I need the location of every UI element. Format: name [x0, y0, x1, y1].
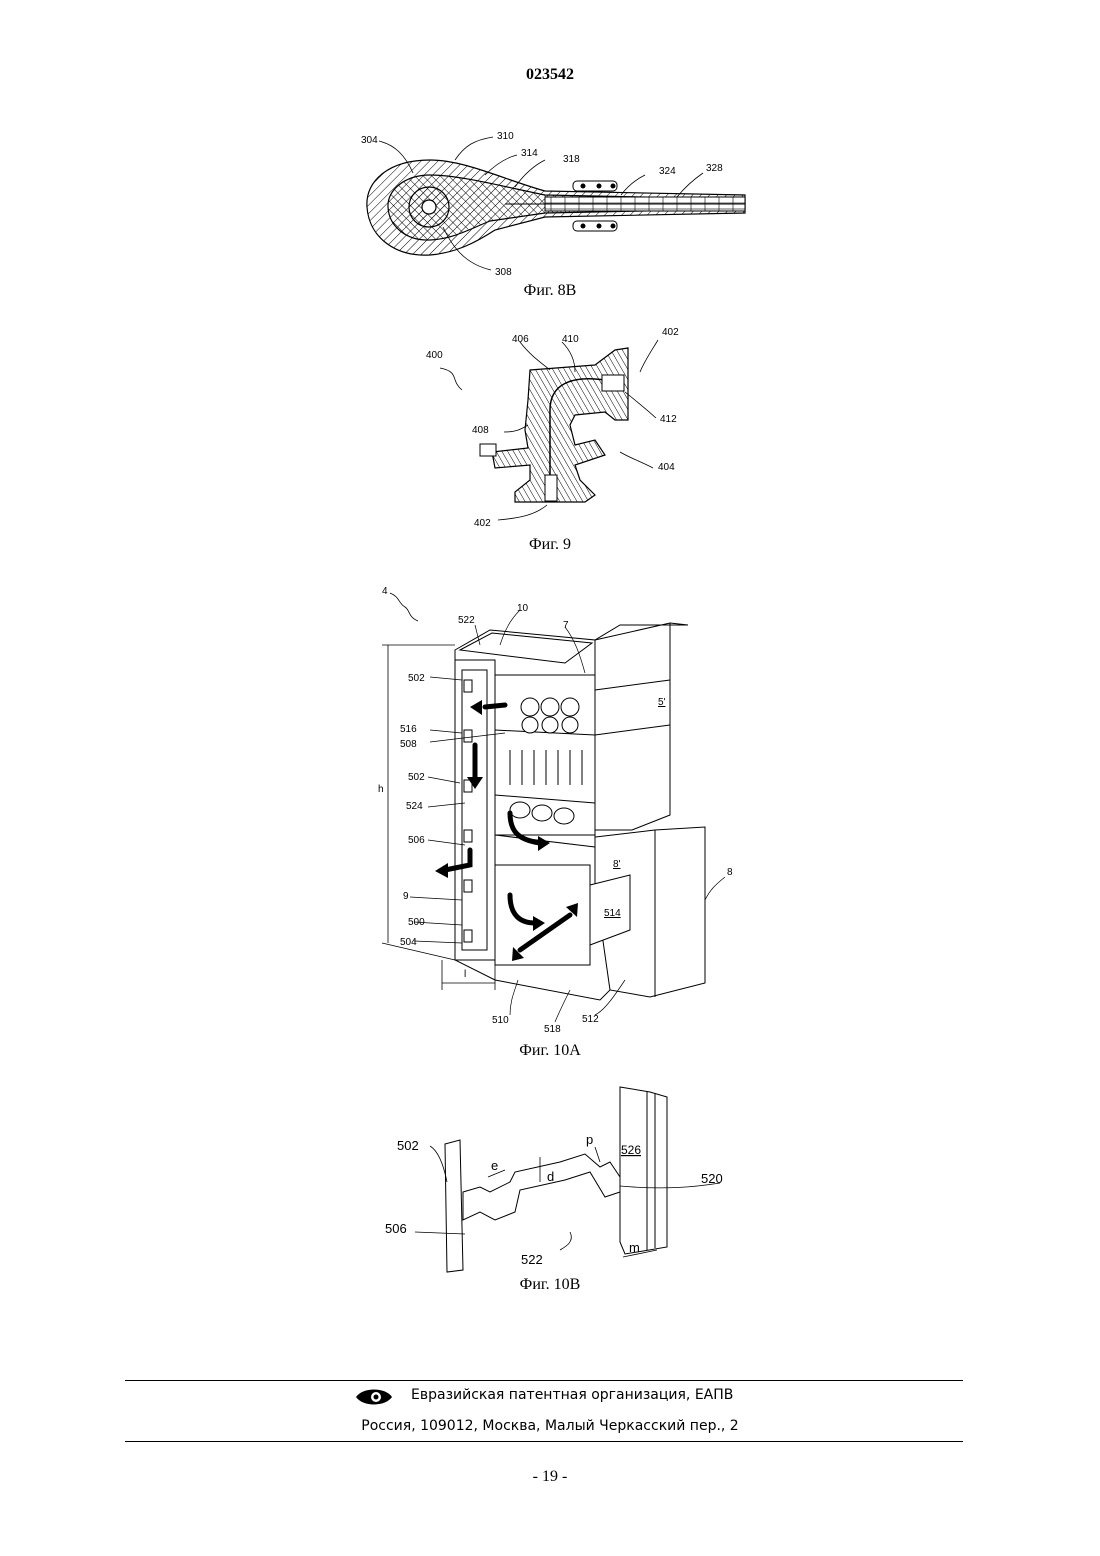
- footer-bottom-rule: [125, 1441, 963, 1442]
- label-304: 304: [361, 135, 378, 146]
- label-7: 7: [563, 620, 569, 631]
- label-502: 502: [397, 1138, 419, 1153]
- label-314: 314: [521, 148, 538, 159]
- label-508: 508: [400, 739, 417, 750]
- caption-fig-9: Фиг. 9: [0, 536, 1100, 554]
- label-l: l: [464, 969, 466, 980]
- label-8-prime: 8': [613, 859, 621, 870]
- label-502-top: 502: [408, 673, 425, 684]
- figure-8b-drawing: 304 310 314 318 324 328 308: [355, 125, 775, 285]
- label-512: 512: [582, 1014, 599, 1025]
- caption-fig-10b: Фиг. 10В: [0, 1276, 1100, 1294]
- label-504: 504: [400, 937, 417, 948]
- label-8: 8: [727, 867, 733, 878]
- figure-9-drawing: 400 406 410 402 412 408 404 402: [420, 320, 700, 535]
- caption-fig-10a: Фиг. 10А: [0, 1042, 1100, 1060]
- label-520: 520: [701, 1171, 723, 1186]
- label-510: 510: [492, 1015, 509, 1026]
- label-324: 324: [659, 166, 676, 177]
- eye-icon: [355, 1387, 393, 1407]
- label-318: 318: [563, 154, 580, 165]
- label-9: 9: [403, 891, 409, 902]
- figure-10a-drawing: 4 522 10 7 502 5' 516 508 502 h 524 506 …: [370, 585, 750, 1040]
- caption-fig-8b: Фиг. 8В: [0, 282, 1100, 300]
- document-number: 023542: [0, 66, 1100, 84]
- figure-9: 400 406 410 402 412 408 404 402: [420, 320, 700, 535]
- label-412: 412: [660, 414, 677, 425]
- label-522: 522: [458, 615, 475, 626]
- label-p: p: [586, 1132, 593, 1147]
- label-514: 514: [604, 908, 621, 919]
- label-10: 10: [517, 603, 529, 614]
- label-h: h: [378, 784, 384, 795]
- label-522: 522: [521, 1252, 543, 1267]
- label-4: 4: [382, 586, 388, 597]
- label-328: 328: [706, 163, 723, 174]
- label-526: 526: [621, 1143, 641, 1157]
- label-e: e: [491, 1158, 498, 1173]
- label-502-mid: 502: [408, 772, 425, 783]
- label-402-top: 402: [662, 327, 679, 338]
- label-500: 500: [408, 917, 425, 928]
- figure-10a: 4 522 10 7 502 5' 516 508 502 h 524 506 …: [370, 585, 750, 1040]
- label-402-bottom: 402: [474, 518, 491, 529]
- label-m: m: [629, 1240, 640, 1255]
- label-410: 410: [562, 334, 579, 345]
- label-506: 506: [385, 1221, 407, 1236]
- organization-address: Россия, 109012, Москва, Малый Черкасский…: [0, 1418, 1100, 1434]
- footer-organization-row: Евразийская патентная организация, ЕАПВ: [0, 1386, 1100, 1408]
- figure-8b: 304 310 314 318 324 328 308: [355, 125, 775, 285]
- label-310: 310: [497, 131, 514, 142]
- label-5-prime: 5': [658, 697, 666, 708]
- organization-name: Евразийская патентная организация, ЕАПВ: [411, 1387, 733, 1403]
- label-506: 506: [408, 835, 425, 846]
- label-518: 518: [544, 1024, 561, 1035]
- figure-10b-drawing: 502 e d p 526 520 506 522 m: [385, 1082, 745, 1277]
- label-400: 400: [426, 350, 443, 361]
- page-number: - 19 -: [0, 1468, 1100, 1486]
- label-524: 524: [406, 801, 423, 812]
- label-408: 408: [472, 425, 489, 436]
- footer-top-rule: [125, 1380, 963, 1381]
- figure-10b: 502 e d p 526 520 506 522 m: [385, 1082, 745, 1277]
- label-308: 308: [495, 267, 512, 278]
- label-404: 404: [658, 462, 675, 473]
- label-d: d: [547, 1169, 554, 1184]
- label-516: 516: [400, 724, 417, 735]
- label-406: 406: [512, 334, 529, 345]
